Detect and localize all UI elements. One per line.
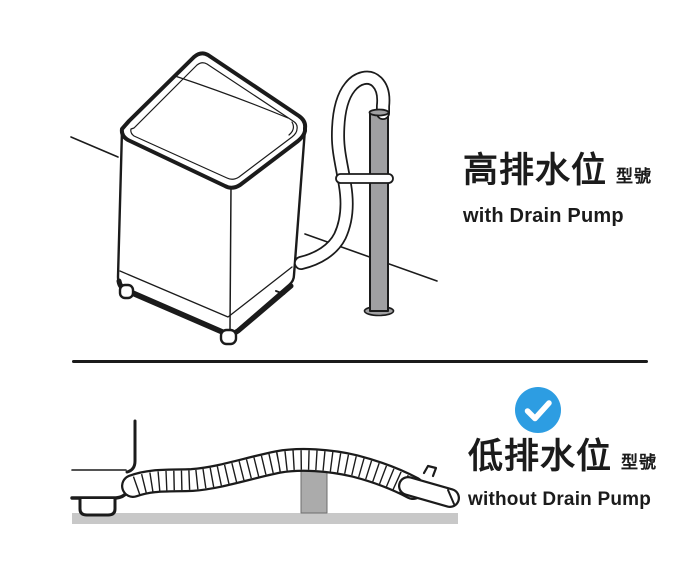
high-drain-subtitle: with Drain Pump (463, 205, 624, 227)
hose-clamp (335, 173, 394, 184)
low-drain-title: 低排水位 (468, 437, 613, 476)
high-drain-title: 高排水位 (463, 151, 608, 190)
section-divider (72, 360, 648, 363)
washer-standpipe-illustration (70, 51, 438, 346)
high-drain-label: 高排水位 型號 with Drain Pump (463, 150, 652, 228)
riser-block (300, 470, 328, 514)
hose-clip (422, 464, 438, 478)
low-drain-subtitle: without Drain Pump (468, 489, 652, 510)
nozzle-tip-edge (447, 489, 455, 505)
standpipe (363, 111, 395, 317)
drain-hose-top (294, 70, 391, 270)
floor-strip (72, 513, 458, 524)
low-drain-label: 低排水位 型號 without Drain Pump (468, 436, 657, 511)
standpipe-opening (368, 108, 390, 117)
low-hose-illustration (70, 419, 460, 524)
washer-base (70, 419, 137, 517)
washing-machine (116, 51, 308, 346)
low-drain-model-tag: 型號 (621, 453, 658, 472)
drain-hose-bottom (121, 447, 460, 508)
high-drain-model-tag: 型號 (616, 167, 653, 186)
wall-line-left (70, 136, 119, 158)
check-icon (514, 386, 562, 434)
